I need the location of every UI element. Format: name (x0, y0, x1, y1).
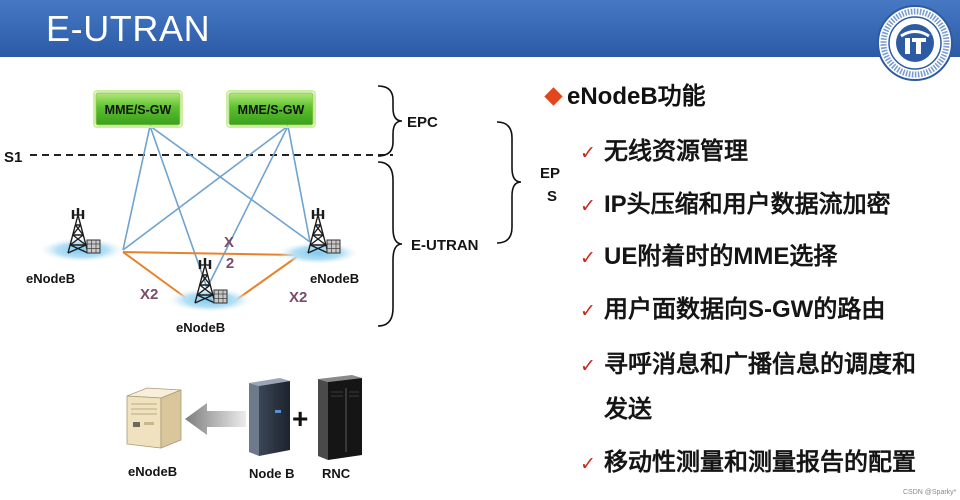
x2-link (235, 255, 299, 301)
eps-label: EP (540, 165, 560, 182)
function-item-text: IP头压缩和用户数据流加密 (604, 191, 891, 218)
title-bar: E-UTRAN (0, 0, 960, 57)
mme-sgw-label: MME/S-GW (238, 103, 305, 117)
checkmark-icon (580, 351, 600, 381)
e-utran-label: E-UTRAN (411, 237, 479, 254)
checkmark-icon (580, 191, 600, 221)
x2-label: 2 (226, 255, 234, 272)
enodeb-label: eNodeB (26, 271, 75, 286)
x2-link (122, 251, 299, 256)
x2-links (122, 251, 299, 301)
x2-label: X2 (289, 289, 307, 306)
rnc-caption: RNC (322, 466, 351, 481)
function-item: 寻呼消息和广播信息的调度和 (580, 350, 950, 380)
x2-link (122, 251, 187, 299)
mme-sgw-node: MME/S-GW (226, 90, 316, 128)
eps-brace (496, 121, 522, 244)
enodeb-label: eNodeB (176, 320, 225, 335)
epc-brace (377, 85, 403, 157)
function-item: UE附着时的MME选择 (580, 242, 950, 272)
enodeb-caption: eNodeB (128, 464, 177, 479)
x2-label: X2 (140, 286, 158, 303)
enodeb-label: eNodeB (310, 271, 359, 286)
watermark: CSDN @Sparky* (903, 489, 957, 496)
function-item-text: 无线资源管理 (604, 138, 748, 165)
enodeb-cabinet-icon (126, 387, 182, 449)
s1-link (149, 125, 208, 289)
functions-heading-text: eNodeB功能 (567, 83, 706, 110)
rnc-cabinet-icon (318, 375, 362, 460)
checkmark-icon (580, 449, 600, 479)
node-b-cabinet-icon (249, 378, 290, 456)
function-item-text: 用户面数据向S-GW的路由 (604, 296, 886, 323)
node-b-caption: Node B (249, 466, 295, 481)
function-item: 用户面数据向S-GW的路由 (580, 295, 950, 325)
epc-label: EPC (407, 114, 438, 131)
s1-links (122, 125, 311, 289)
s1-link (122, 125, 151, 251)
function-item-text: 移动性测量和测量报告的配置 (604, 449, 916, 476)
node-glow (226, 90, 316, 128)
left-arrow-icon (185, 403, 246, 435)
function-item: IP头压缩和用户数据流加密 (580, 190, 950, 220)
institute-logo (877, 5, 953, 81)
function-item: 移动性测量和测量报告的配置 (580, 448, 950, 478)
s1-link (206, 125, 289, 289)
function-item-text: 寻呼消息和广播信息的调度和 (604, 351, 916, 378)
functions-heading: eNodeB功能 (544, 82, 844, 112)
s1-link (122, 125, 289, 251)
checkmark-icon (580, 296, 600, 326)
function-item-text: UE附着时的MME选择 (604, 243, 838, 270)
function-item-continuation: 发送 (604, 396, 652, 423)
node-box (95, 92, 181, 126)
e-utran-brace (377, 161, 403, 327)
diamond-icon (544, 87, 563, 106)
eps-label: S (547, 188, 557, 205)
s1-link (149, 125, 311, 243)
cell-tower-icon (306, 206, 342, 255)
checkmark-icon (580, 243, 600, 273)
x2-label: X (224, 234, 234, 251)
plus-sign: + (292, 403, 308, 434)
node-box (228, 92, 314, 126)
mme-sgw-node: MME/S-GW (93, 90, 183, 128)
s1-label: S1 (4, 149, 22, 166)
node-glow (93, 90, 183, 128)
s1-link (287, 125, 311, 243)
function-item: 无线资源管理 (580, 137, 950, 167)
slide-title: E-UTRAN (46, 8, 211, 49)
mme-sgw-label: MME/S-GW (105, 103, 172, 117)
checkmark-icon (580, 138, 600, 168)
cell-tower-icon (66, 206, 102, 255)
